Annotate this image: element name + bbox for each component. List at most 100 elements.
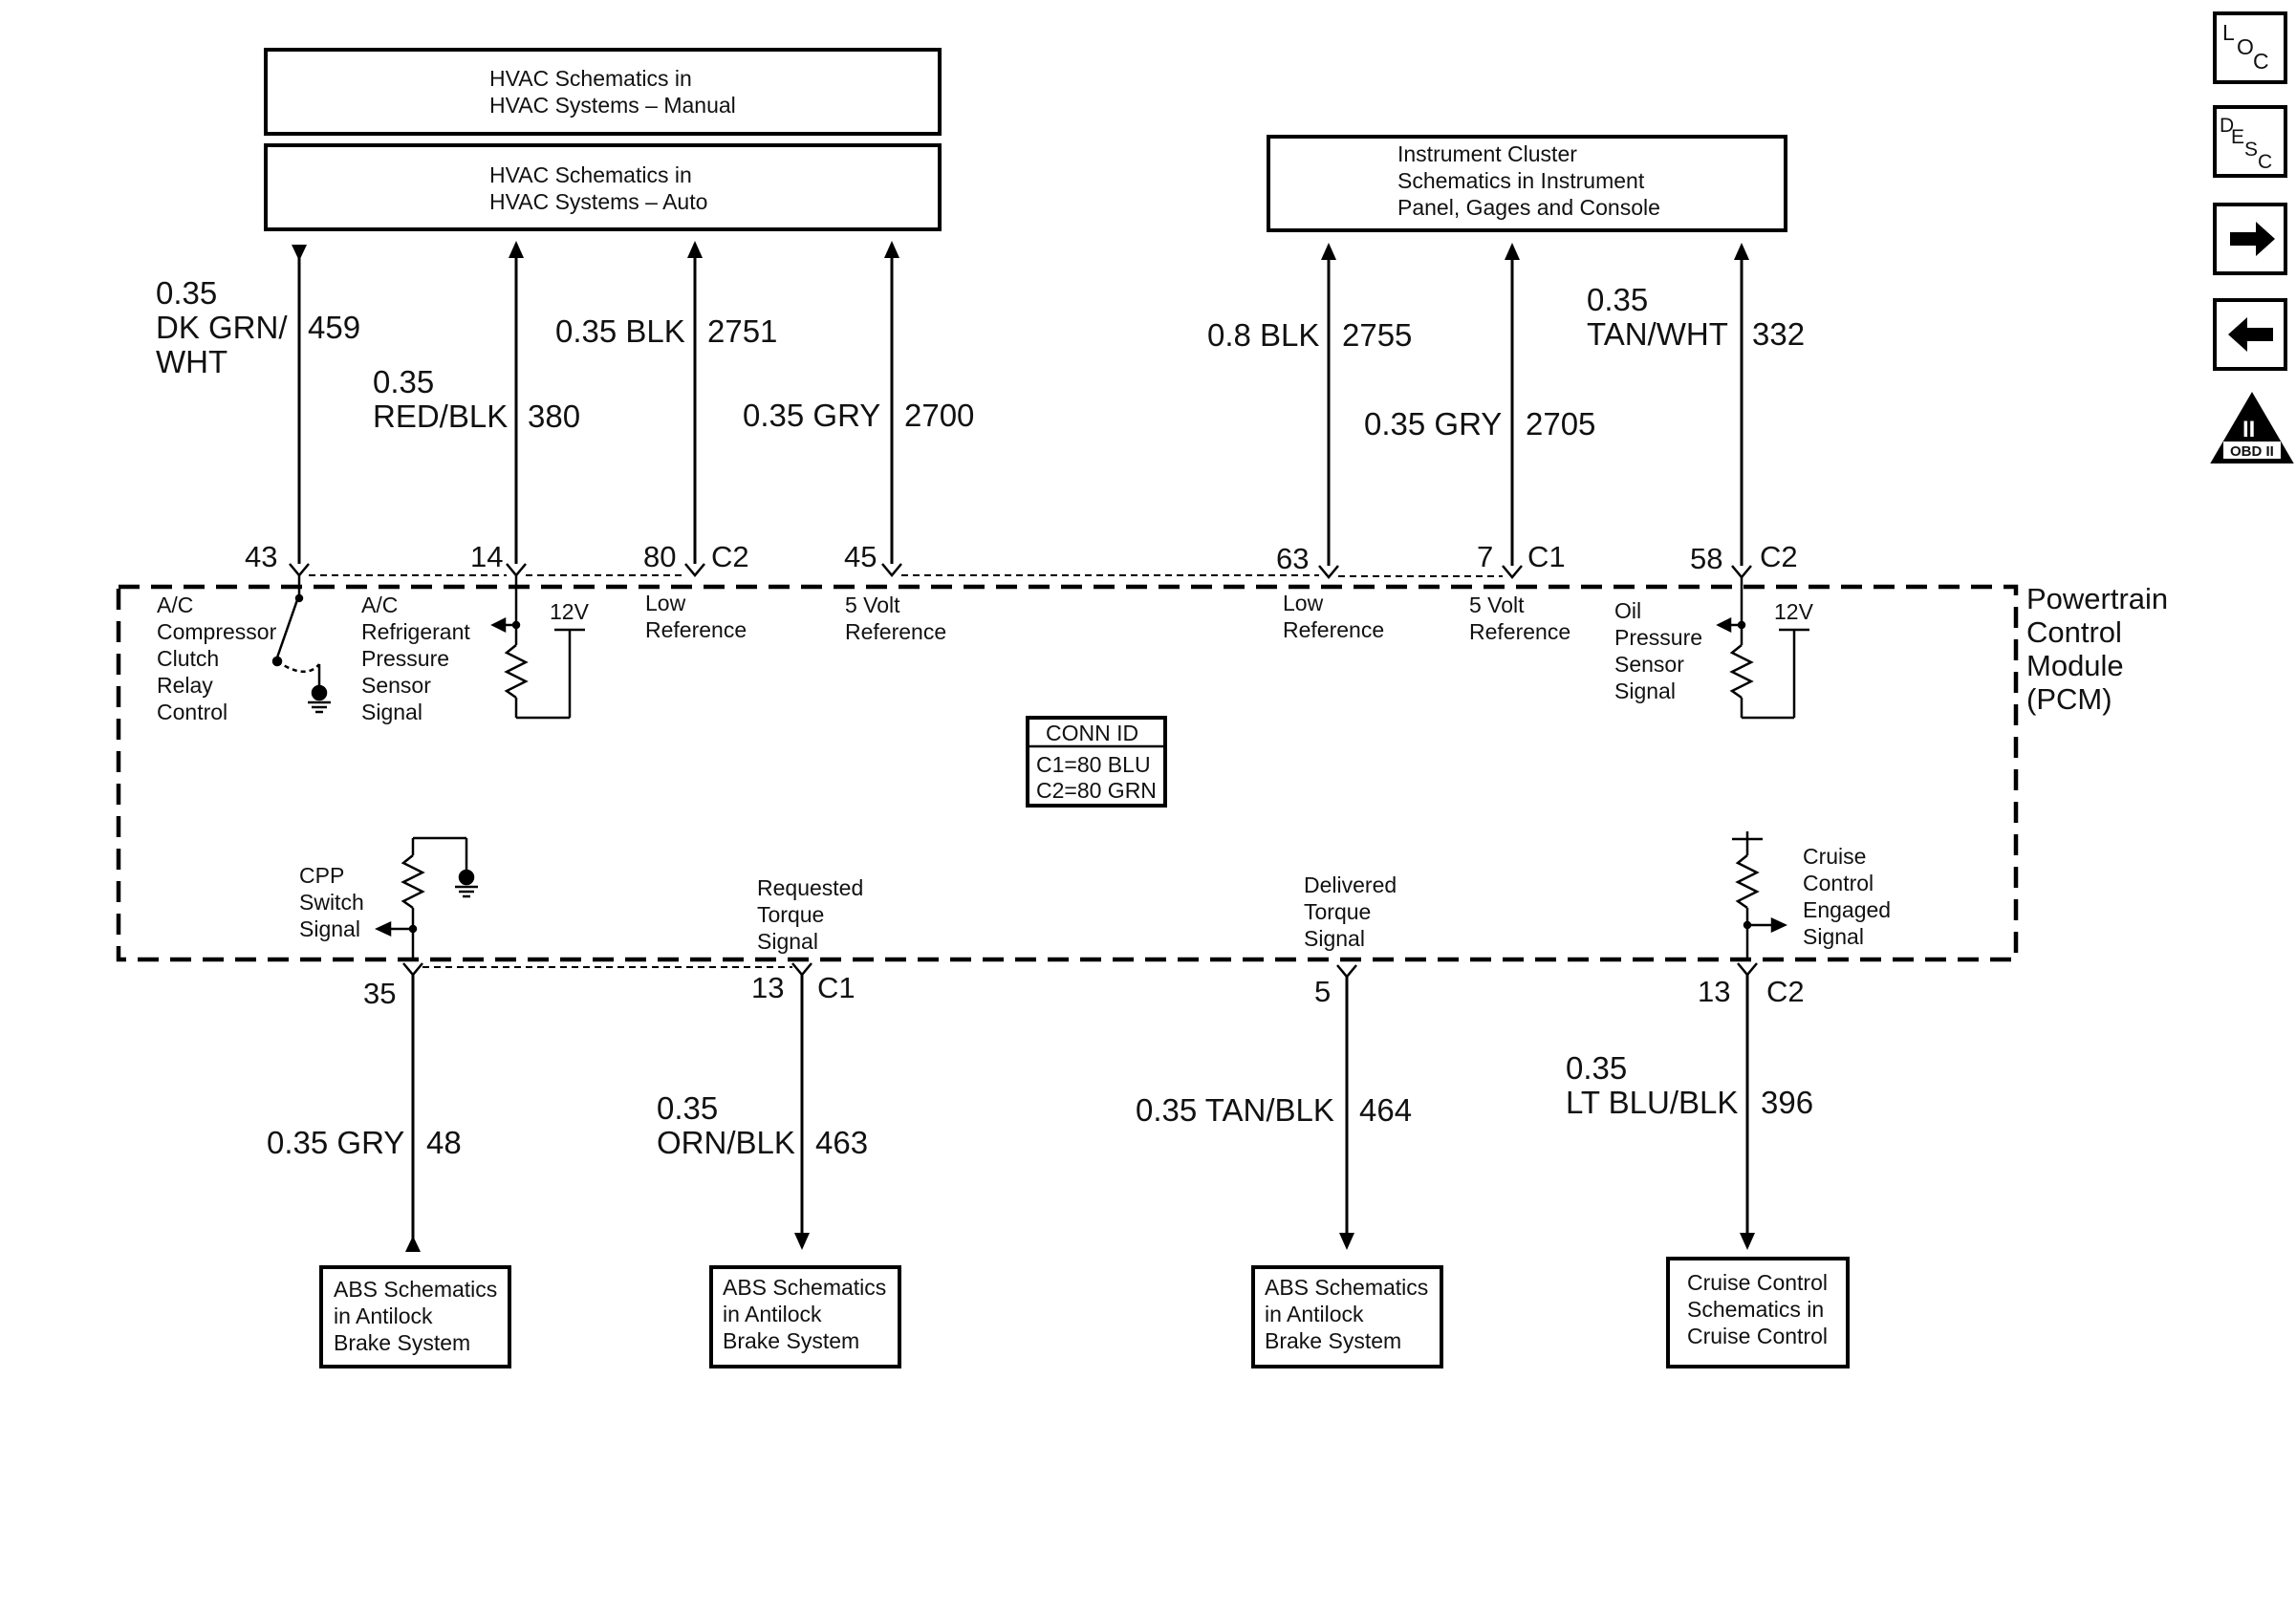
wire-2705 (1505, 243, 1520, 566)
forward-button[interactable] (2213, 203, 2287, 275)
ac-pressure-line-5: Signal (361, 700, 422, 724)
abs-box-1-line-3: Brake System (334, 1330, 470, 1355)
desc-letter-s: S (2244, 139, 2258, 161)
abs-box-3-line-2: in Antilock (1265, 1302, 1364, 1326)
wire-463-circuit: 463 (815, 1125, 868, 1160)
ac-clutch-line-3: Clutch (157, 646, 219, 671)
conn-id-title: CONN ID (1046, 721, 1138, 745)
wire-464-color: 0.35 TAN/BLK (1136, 1092, 1334, 1128)
instrument-cluster-box: Instrument Cluster Schematics in Instrum… (1267, 135, 1787, 232)
wire-380 (509, 241, 524, 564)
ac-pressure-line-4: Sensor (361, 673, 431, 698)
wire-2700-color: 0.35 GRY (743, 398, 880, 433)
connector-c2-top-2: C2 (1760, 540, 1798, 573)
oil-pressure-signal-label: Oil Pressure Sensor Signal (1614, 598, 1702, 703)
instrument-cluster-line-1: Instrument Cluster (1397, 141, 1577, 166)
left-arrow-icon (2228, 317, 2273, 352)
wire-48 (405, 975, 421, 1252)
wire-48-circuit: 48 (426, 1125, 462, 1160)
ac-clutch-relay-switch (271, 593, 331, 714)
ac-clutch-line-1: A/C (157, 593, 193, 617)
cruise-engaged-line-2: Control (1803, 871, 1874, 895)
delivered-line-3: Signal (1304, 926, 1365, 951)
desc-button[interactable]: D E S C (2213, 105, 2287, 178)
wire-2705-circuit: 2705 (1526, 406, 1595, 442)
oil-pressure-sensor-circuit (1716, 612, 1809, 720)
abs-box-2: ABS Schematics in Antilock Brake System (709, 1265, 901, 1368)
delivered-line-1: Delivered (1304, 873, 1397, 897)
back-button[interactable] (2213, 298, 2287, 371)
low-reference-1-label: Low Reference (645, 591, 747, 642)
abs-box-2-line-1: ABS Schematics (723, 1275, 886, 1300)
low-ref-2-line-2: Reference (1283, 617, 1384, 642)
cruise-engaged-signal-label: Cruise Control Engaged Signal (1803, 844, 1891, 949)
five-volt-1-line-1: 5 Volt (845, 593, 900, 617)
pcm-label-line-2: Control (2026, 615, 2122, 649)
hvac-auto-line-2: HVAC Systems – Auto (489, 189, 707, 214)
wire-2751-circuit: 2751 (707, 313, 777, 349)
pin-13-c2: 13 (1698, 975, 1730, 1008)
desc-letter-e: E (2231, 126, 2244, 148)
pin-7: 7 (1477, 540, 1493, 573)
pin-43: 43 (245, 540, 277, 573)
low-ref-2-line-1: Low (1283, 591, 1324, 615)
cruise-engaged-line-3: Engaged (1803, 897, 1891, 922)
wire-396-color-2: LT BLU/BLK (1566, 1085, 1738, 1120)
conn-id-box: CONN ID C1=80 BLU C2=80 GRN (1026, 716, 1167, 808)
requested-line-3: Signal (757, 929, 818, 954)
pin-5: 5 (1314, 975, 1331, 1008)
conn-id-line-2: C2=80 GRN (1036, 778, 1157, 803)
hvac-manual-box: HVAC Schematics in HVAC Systems – Manual (264, 48, 942, 136)
wire-396-color-1: 0.35 (1566, 1050, 1627, 1086)
pcm-label-line-4: (PCM) (2026, 682, 2112, 716)
ac-pressure-signal-label: A/C Refrigerant Pressure Sensor Signal (361, 593, 470, 724)
abs-box-3: ABS Schematics in Antilock Brake System (1251, 1265, 1443, 1368)
wire-380-color-2: RED/BLK (373, 399, 508, 434)
abs-box-3-line-3: Brake System (1265, 1328, 1401, 1353)
obd-numeral: II (2242, 417, 2255, 442)
right-arrow-icon (2230, 222, 2275, 256)
instrument-cluster-line-3: Panel, Gages and Console (1397, 195, 1660, 220)
wire-396 (1740, 975, 1755, 1250)
obd-text: OBD II (2230, 443, 2274, 460)
pin-14: 14 (470, 540, 503, 573)
five-volt-1-line-2: Reference (845, 619, 946, 644)
wire-2751 (687, 241, 703, 564)
wire-463 (794, 975, 810, 1250)
wire-2700-circuit: 2700 (904, 398, 974, 433)
wire-2751-color: 0.35 BLK (555, 313, 685, 349)
abs-box-1: ABS Schematics in Antilock Brake System (319, 1265, 511, 1368)
delivered-line-2: Torque (1304, 899, 1371, 924)
wire-332 (1734, 243, 1749, 566)
wire-380-circuit: 380 (528, 399, 580, 434)
requested-line-2: Torque (757, 902, 824, 927)
cruise-engaged-line-4: Signal (1803, 924, 1864, 949)
oil-pressure-line-3: Sensor (1614, 652, 1684, 677)
wire-396-circuit: 396 (1761, 1085, 1813, 1120)
wire-459-circuit: 459 (308, 310, 360, 345)
ac-pressure-12v: 12V (550, 599, 590, 624)
cpp-signal-label: CPP Switch Signal (299, 863, 364, 941)
cruise-control-box: Cruise Control Schematics in Cruise Cont… (1666, 1257, 1850, 1368)
cpp-line-2: Switch (299, 890, 364, 915)
ac-pressure-line-1: A/C (361, 593, 398, 617)
ac-pressure-line-3: Pressure (361, 646, 449, 671)
connector-c1-top: C1 (1527, 540, 1566, 573)
pin-35: 35 (363, 977, 396, 1010)
loc-letter-o: O (2237, 34, 2254, 59)
oil-pressure-line-1: Oil (1614, 598, 1641, 623)
requested-line-1: Requested (757, 875, 863, 900)
ac-clutch-line-5: Control (157, 700, 227, 724)
cpp-switch-circuit (375, 836, 478, 959)
hvac-auto-box: HVAC Schematics in HVAC Systems – Auto (264, 143, 942, 231)
connector-c2-top-1: C2 (711, 540, 749, 573)
connector-c1-bottom: C1 (817, 971, 856, 1004)
obd-ii-button[interactable]: II OBD II (2210, 392, 2294, 463)
pcm-internal-stubs (297, 575, 1744, 612)
ac-clutch-signal-label: A/C Compressor Clutch Relay Control (157, 593, 277, 724)
five-volt-reference-1-label: 5 Volt Reference (845, 593, 946, 644)
wire-463-color-2: ORN/BLK (657, 1125, 795, 1160)
desc-letter-c: C (2258, 151, 2272, 173)
loc-button[interactable]: L O C (2213, 11, 2287, 84)
